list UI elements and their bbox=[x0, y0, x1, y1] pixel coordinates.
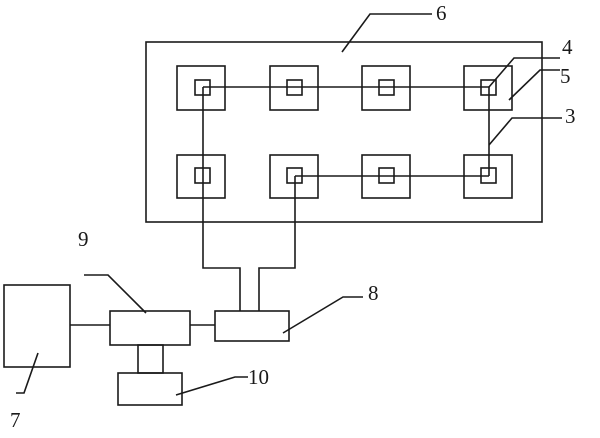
sensor-outer-square bbox=[176, 65, 226, 111]
module-8 bbox=[214, 310, 290, 342]
label-7: 7 bbox=[10, 408, 21, 432]
sensor-unit-5 bbox=[463, 65, 513, 111]
leader-6 bbox=[341, 13, 432, 53]
module-9 bbox=[109, 310, 191, 346]
leader-8 bbox=[282, 296, 363, 334]
label-6: 6 bbox=[436, 1, 447, 25]
label-4: 4 bbox=[562, 35, 573, 59]
leader-9 bbox=[84, 274, 147, 314]
box-7 bbox=[3, 284, 71, 368]
leader-10 bbox=[175, 376, 248, 396]
leader-4 bbox=[488, 57, 560, 88]
sensor-unit bbox=[361, 65, 411, 111]
sensor-outer-square bbox=[269, 65, 319, 111]
label-5: 5 bbox=[560, 64, 571, 88]
board-6 bbox=[145, 41, 543, 223]
module-10 bbox=[117, 372, 183, 406]
leader-lines bbox=[16, 13, 562, 396]
lead-left bbox=[202, 87, 241, 311]
sensor-outer-square bbox=[361, 65, 411, 111]
leader-5 bbox=[508, 69, 560, 101]
lead-right bbox=[258, 176, 296, 311]
sensor-unit bbox=[269, 65, 319, 111]
sensor-unit bbox=[176, 154, 226, 199]
label-10: 10 bbox=[248, 365, 269, 389]
label-9: 9 bbox=[78, 227, 89, 251]
label-8: 8 bbox=[368, 281, 379, 305]
sensor-unit bbox=[176, 65, 226, 111]
connector-9-10 bbox=[137, 344, 164, 374]
sensor-unit-row-top bbox=[176, 65, 513, 111]
sensor-outer-square bbox=[463, 65, 513, 111]
label-3: 3 bbox=[565, 104, 576, 128]
sensor-outer-square bbox=[176, 154, 226, 199]
leader-3 bbox=[488, 117, 562, 146]
leader-7 bbox=[16, 352, 39, 394]
wiring-3 bbox=[203, 86, 490, 177]
